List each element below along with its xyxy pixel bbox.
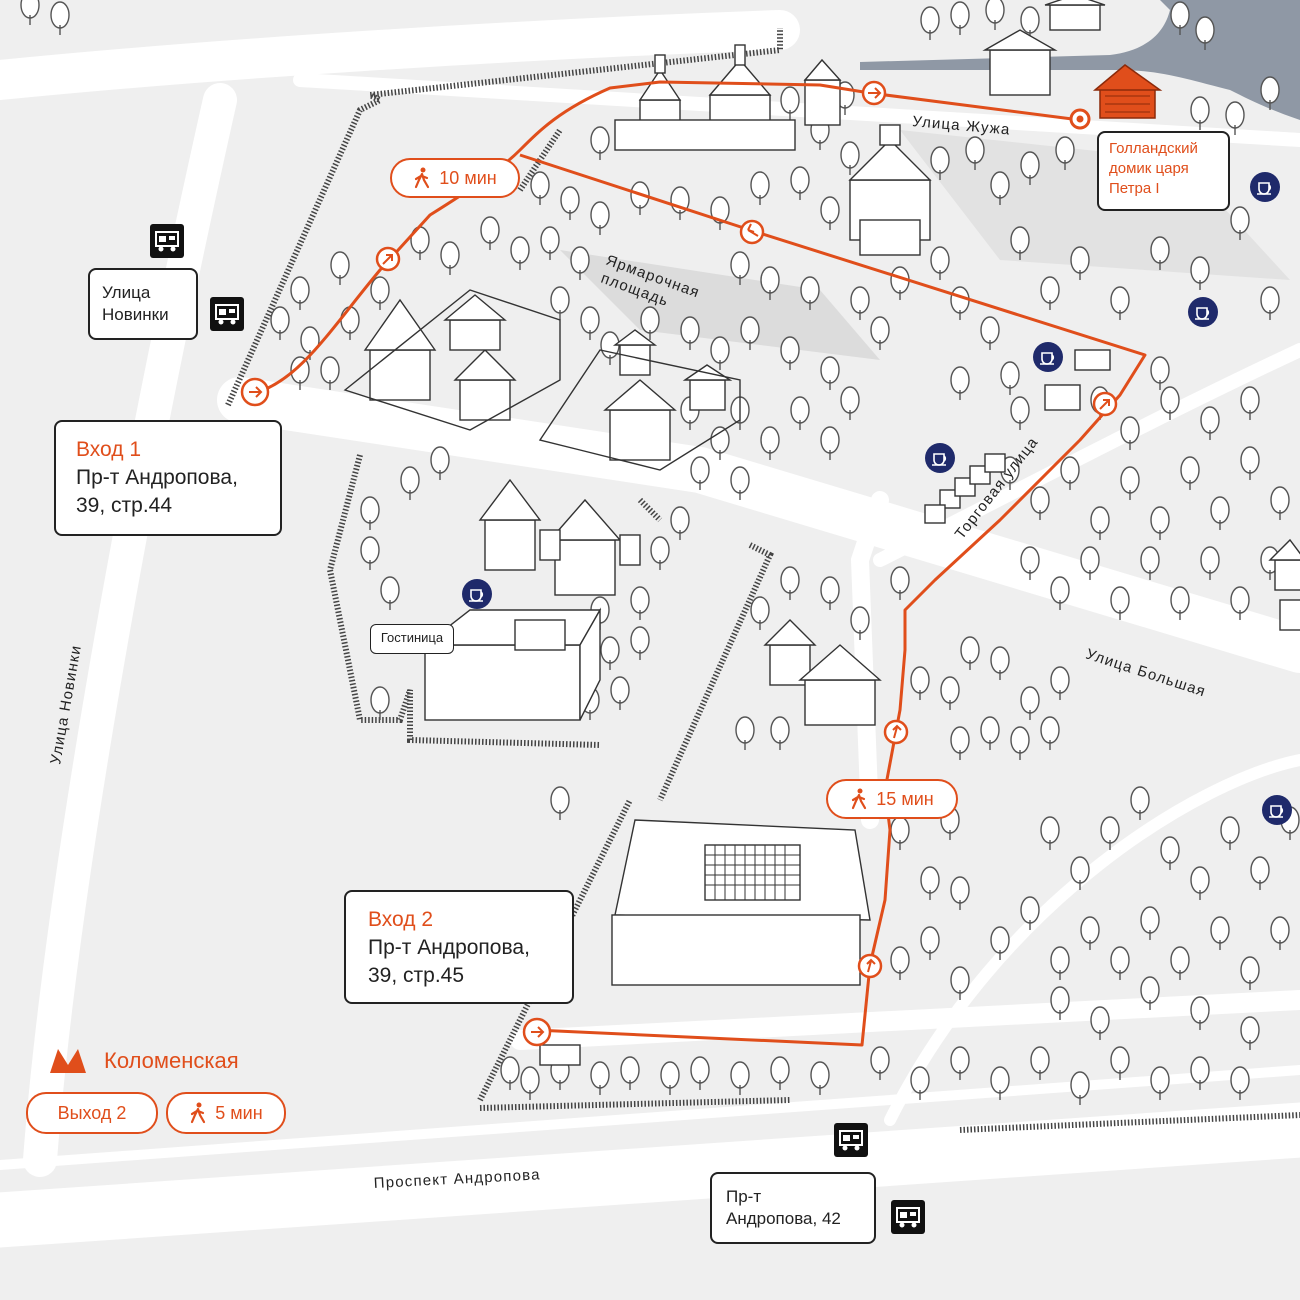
farmstead-2 [603, 329, 733, 461]
bus-icon[interactable] [150, 224, 184, 258]
dutch-house-line2: домик царя [1109, 160, 1189, 177]
dutch-house-label[interactable]: Голландский домик царя Петра I [1097, 131, 1230, 211]
entrance-1-title: Вход 1 [76, 438, 142, 461]
walker-icon [415, 167, 430, 189]
metro-legend: Коломенская [48, 1044, 308, 1078]
dutch-house-marker[interactable] [1069, 108, 1091, 130]
route-arrows [240, 80, 1118, 1047]
bus-icon[interactable] [834, 1123, 868, 1157]
plaza-east [900, 130, 1290, 280]
cafe-icon [1262, 795, 1292, 825]
walk-time-top-label: 10 мин [439, 167, 497, 188]
metro-walk-label: 5 мин [215, 1102, 263, 1123]
metro-exit-pill: Выход 2 [26, 1092, 158, 1134]
walk-time-bottom: 15 мин [826, 779, 958, 819]
cafe-icon [1033, 342, 1063, 372]
route-line-fair [519, 153, 1147, 1047]
hotel-label-text: Гостиница [380, 630, 444, 645]
buildings [343, 0, 1300, 1066]
walker-icon [191, 1102, 206, 1124]
entrance-2-callout[interactable]: Вход 2 Пр-т Андропова, 39, стр.45 [344, 890, 574, 1004]
roads [0, 10, 1300, 1248]
cafe-icon [462, 579, 492, 609]
bus-stop-novinki-callout[interactable]: Улица Новинки [88, 268, 198, 340]
dutch-house-line1: Голландский [1109, 140, 1198, 157]
entrance-1-line2: 39, стр.44 [76, 494, 173, 517]
entrance-2-line1: Пр-т Андропова, [368, 936, 530, 959]
cafe-markers [462, 172, 1292, 825]
metro-station-name: Коломенская [104, 1048, 239, 1073]
dutch-house-icon [1092, 64, 1163, 119]
bus-stop-andropova-line2: Андропова, 42 [726, 1209, 841, 1228]
exhibition-hall [611, 819, 871, 986]
cafe-icon [925, 443, 955, 473]
tall-church [848, 124, 932, 256]
bus-icon[interactable] [891, 1200, 925, 1234]
arrow-icon [883, 719, 909, 745]
manor-right [763, 619, 882, 726]
entrance-2-line2: 39, стр.45 [368, 964, 465, 987]
estate [478, 478, 641, 596]
walker-icon [852, 788, 867, 810]
metro-walk-pill: 5 мин [166, 1092, 286, 1134]
cafe-icon [1250, 172, 1280, 202]
entrance-1-line1: Пр-т Андропова, [76, 466, 238, 489]
entrance-2-title: Вход 2 [368, 908, 434, 931]
arrow-icon [857, 953, 883, 979]
dutch-house-line3: Петра I [1109, 180, 1160, 197]
arrow-icon [240, 377, 270, 407]
bus-icon[interactable] [210, 297, 244, 331]
bus-stop-andropova-callout[interactable]: Пр-т Андропова, 42 [710, 1172, 876, 1244]
entrance-1-callout[interactable]: Вход 1 Пр-т Андропова, 39, стр.44 [54, 420, 282, 536]
bus-stop-novinki-line2: Новинки [102, 305, 169, 324]
arrow-icon [375, 246, 401, 272]
cafe-icon [1188, 297, 1218, 327]
farmstead-1 [363, 294, 517, 421]
walk-time-bottom-label: 15 мин [876, 788, 934, 809]
hotel-building [422, 607, 602, 721]
arrow-icon [861, 80, 887, 106]
metro-icon [50, 1049, 86, 1073]
metro-exit-label: Выход 2 [57, 1102, 127, 1123]
river [860, 0, 1300, 120]
arrow-icon [1092, 391, 1118, 417]
hotel-label[interactable]: Гостиница [370, 624, 454, 654]
bus-stop-novinki-line1: Улица [102, 283, 151, 302]
arrow-icon [522, 1017, 552, 1047]
bus-stop-andropova-line1: Пр-т [726, 1187, 762, 1206]
walk-time-top: 10 мин [390, 158, 520, 198]
arrow-icon [739, 219, 765, 245]
fair-square [560, 250, 880, 360]
